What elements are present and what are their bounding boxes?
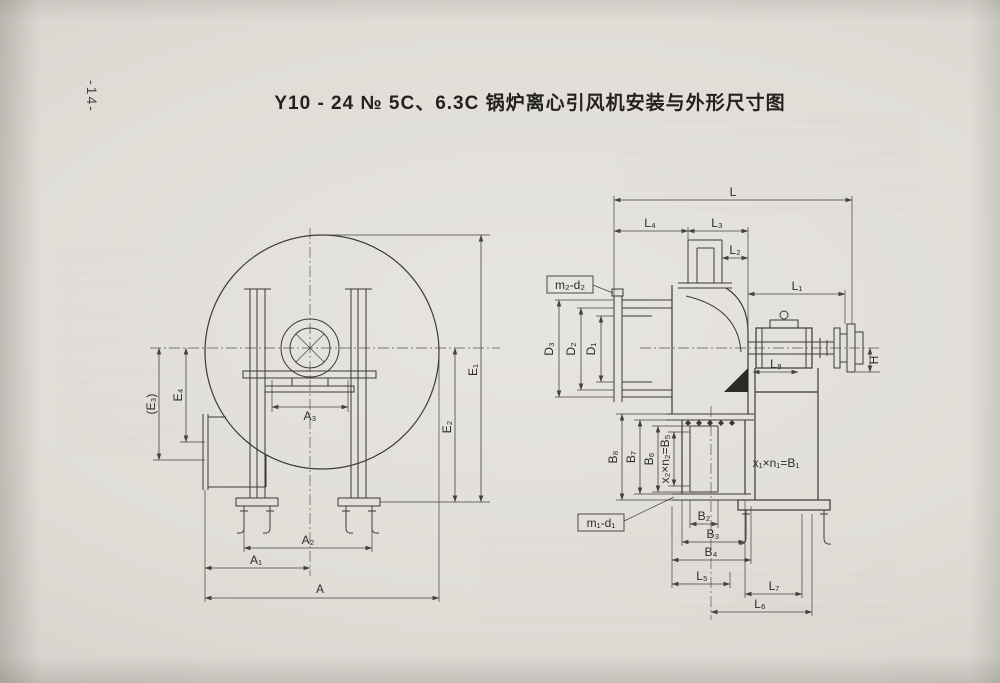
dim-label-A1: A₁ [250, 553, 262, 567]
bearing-pedestal [724, 368, 831, 511]
dimension-B2: B₂ [689, 500, 719, 528]
dimension-L1: L₁ [747, 279, 846, 324]
dim-label-L1: L₁ [792, 279, 803, 293]
dim-label-L5: L₅ [696, 569, 708, 583]
dim-label-E1: E₁ [466, 364, 480, 376]
dim-label-L4: L₄ [644, 216, 656, 230]
side-centerlines [640, 347, 882, 620]
bearing-housing [755, 310, 828, 369]
dimension-B6: B₆ [642, 425, 690, 493]
front-dimensions: E₁ E₂ E₄ (E₃) A₃ [144, 234, 490, 602]
fan-scroll-casing [204, 234, 440, 470]
gusset-plate [724, 368, 748, 392]
dimension-L8: L₈ [752, 357, 799, 375]
base-feet [235, 497, 381, 507]
dim-label-L3: L₃ [711, 216, 723, 230]
shaft-hub [280, 318, 340, 378]
dim-label-B3: B₃ [707, 527, 720, 541]
drawing-title: Y10 - 24 № 5C、6.3C 锅炉离心引风机安装与外形尺寸图 [274, 93, 786, 114]
callout-m2-d2: m₂-d₂ [546, 275, 614, 294]
dim-label-B5: x₂×n₂=B₅ [658, 434, 672, 483]
dimension-L7: L₇ [744, 514, 803, 598]
dim-label-E2: E₂ [440, 420, 454, 433]
anchor-bolts-side [738, 510, 832, 545]
dimension-L: L [613, 185, 853, 324]
dimension-B5: x₂×n₂=B₅ [658, 431, 690, 487]
dimension-B7: B₇ [624, 419, 682, 495]
fan-casing-side [666, 239, 754, 421]
dimension-D1: D₁ [584, 315, 614, 383]
dim-label-B1: x₁×n₁=B₁ [753, 456, 800, 470]
callout-m1-d1: m₁-d₁ [577, 496, 675, 532]
dimension-L3: L₃ [687, 216, 749, 332]
dimension-A3: A₃ [271, 380, 349, 423]
dim-label-L2: L₂ [729, 243, 741, 257]
dimension-E2: E₂ [440, 347, 458, 503]
dim-label-E4: E₄ [171, 388, 185, 401]
bearing-bracket [242, 370, 377, 393]
dim-label-A: A [316, 582, 324, 596]
dimension-D3: D₃ [542, 299, 614, 398]
dim-label-A3: A₃ [304, 409, 317, 423]
dimension-B3: B₃ [681, 500, 746, 546]
dim-label-B4: B₄ [705, 545, 718, 559]
dim-label-B7: B₇ [624, 451, 638, 463]
dimension-L5: L₅ [671, 564, 731, 588]
dimension-E4: E₄ [171, 347, 205, 443]
dimension-B8: B₈ [606, 413, 672, 501]
dim-label-D2: D₂ [564, 342, 578, 356]
callout-label-m2-d2: m₂-d₂ [555, 278, 585, 292]
inlet-duct [611, 288, 672, 402]
dimension-L2: L₂ [721, 243, 749, 261]
coupling [833, 323, 864, 373]
dimension-A1: A₁ [204, 490, 311, 602]
dimension-A: A [204, 352, 440, 602]
dimension-A2: A₂ [243, 510, 373, 552]
dim-label-E3: (E₃) [144, 394, 158, 415]
dim-label-L: L [730, 185, 737, 199]
discharge-duct [672, 420, 751, 501]
support-legs [244, 288, 372, 499]
dim-label-D3: D₃ [542, 342, 556, 356]
dimension-L4: L₄ [613, 216, 689, 240]
dimension-D2: D₂ [564, 307, 614, 391]
anchor-bolts-front [236, 506, 380, 534]
dimension-H: H [856, 347, 881, 373]
callout-label-m1-d1: m₁-d₁ [587, 516, 616, 530]
dim-label-D1: D₁ [584, 343, 598, 356]
dim-label-H: H [867, 356, 881, 365]
dim-label-B2: B₂ [698, 509, 711, 523]
dim-label-L7: L₇ [769, 579, 780, 593]
dimension-L6: L₆ [710, 514, 813, 616]
outlet-duct [202, 414, 267, 490]
dim-label-B6: B₆ [642, 452, 656, 465]
dim-label-B8: B₈ [606, 450, 620, 463]
dim-label-A2: A₂ [302, 533, 315, 547]
dimension-E3: (E₃) [144, 347, 205, 461]
dimension-E1: E₁ [322, 234, 490, 503]
front-centerlines [150, 228, 500, 576]
dim-label-L8: L₈ [770, 357, 782, 371]
side-view: m₂-d₂ m₁-d₁ D₃ D₂ D₁ L [542, 185, 882, 620]
front-view: E₁ E₂ E₄ (E₃) A₃ [144, 228, 500, 602]
dimension-B4: B₄ [671, 506, 752, 564]
dim-label-L6: L₆ [754, 597, 766, 611]
bolt-hole-symbols [685, 420, 735, 426]
